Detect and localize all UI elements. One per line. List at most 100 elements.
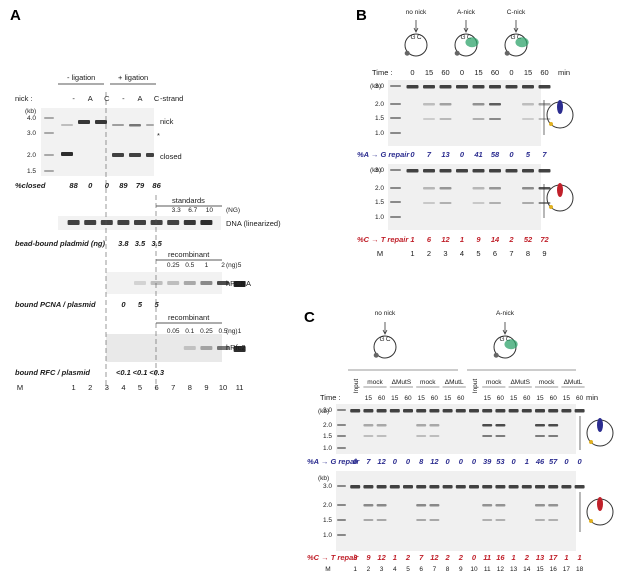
cut-band-c-7 <box>429 424 440 427</box>
full-band-c-12 <box>495 485 506 489</box>
nick-type-2: C <box>104 94 110 103</box>
dna-band-1 <box>67 220 80 225</box>
marker-2: 2.0 <box>27 152 36 159</box>
time-b-1: 15 <box>425 68 433 77</box>
condition-b-2: C-nick <box>507 9 526 16</box>
group-c-6: mock <box>486 379 502 386</box>
ag-value-c-9: 0 <box>472 457 477 466</box>
gel-ligation <box>41 108 154 176</box>
svg-text:G C: G C <box>410 34 421 41</box>
time-c-0: 15 <box>365 395 373 402</box>
dna-band-8 <box>183 220 196 225</box>
pcna-band-9 <box>200 281 213 285</box>
recombinant-rfc-label: recombinant <box>168 313 210 322</box>
pcna-amount-4: 5 <box>238 262 242 269</box>
marker-band <box>44 117 54 119</box>
rfc-amount-3: 0.5 <box>218 328 227 335</box>
markers-c2: 3.02.01.51.0 <box>323 483 332 539</box>
full-band-c-14 <box>521 409 532 413</box>
cut-band-low-c-12 <box>495 435 506 437</box>
marker-band <box>390 103 401 105</box>
lane-b-9: 9 <box>542 249 546 258</box>
full-band-2 <box>423 85 435 89</box>
ct-value-c-0: 3 <box>353 553 358 562</box>
group-c-0: Input <box>353 379 360 394</box>
marker-band <box>337 485 346 487</box>
rfc-amount-0: 0.05 <box>167 328 180 335</box>
time-c-8: 15 <box>484 395 492 402</box>
marker-band <box>337 409 346 411</box>
dna-band-6 <box>150 220 163 225</box>
closed-band-label: closed <box>160 152 182 161</box>
group-c-3: mock <box>420 379 436 386</box>
recombinant-pcna-label: recombinant <box>168 250 210 259</box>
ct-value-c-2: 12 <box>377 553 386 562</box>
gel-band <box>146 124 154 126</box>
cut-band-c-3 <box>376 424 387 427</box>
cut-band-c-15 <box>535 504 545 507</box>
lane-a-0: M <box>17 383 23 392</box>
gel-band <box>61 124 73 126</box>
ct-value-c-13: 2 <box>524 553 530 562</box>
marker-band <box>44 170 54 172</box>
marker-c-1: 2.0 <box>323 422 332 429</box>
rfc-band-9 <box>200 346 213 350</box>
lane-c-13: 13 <box>510 566 518 573</box>
protein-complex-icon <box>515 37 529 48</box>
lane-b-6: 6 <box>493 249 497 258</box>
full-band-8 <box>522 85 534 89</box>
full-band-c-10 <box>469 485 479 489</box>
time-b-3: 0 <box>460 68 464 77</box>
protein-complex-icon <box>504 339 518 350</box>
full-band-4 <box>456 85 468 89</box>
ct-value-c-3: 1 <box>393 553 397 562</box>
dna-band-4 <box>117 220 130 225</box>
lane-c-6: 6 <box>419 566 423 573</box>
time-c-14: 15 <box>563 395 571 402</box>
lane-c-11: 11 <box>484 566 491 573</box>
rfc-bound-value-1: <0.1 <box>133 368 148 377</box>
ag-value-c-1: 7 <box>366 457 371 466</box>
cut-band-low-c-2 <box>363 519 374 521</box>
cut-band-low-8 <box>522 118 534 120</box>
full-band-1 <box>406 169 419 173</box>
ct-value-b-8: 72 <box>540 235 549 244</box>
cut-band-low-c-11 <box>482 435 493 437</box>
full-band-9 <box>538 85 551 89</box>
full-band-c-16 <box>548 485 559 489</box>
ag-value-b-8: 7 <box>542 150 547 159</box>
lane-a-2: 2 <box>88 383 92 392</box>
marker-c-2: 1.5 <box>323 517 332 524</box>
ct-repair-label-b: %C → T repair <box>357 235 409 244</box>
dna-band-5 <box>134 220 146 225</box>
full-band-c-1 <box>350 485 361 489</box>
group-c-4: ΔMutL <box>445 379 464 386</box>
cut-band-low-c-16 <box>548 435 559 437</box>
panel-a-letter: A <box>10 7 21 24</box>
time-c-9: 60 <box>497 395 505 402</box>
rfc-bound-values: <0.1<0.1<0.3 <box>116 368 165 377</box>
gel-b-ag <box>388 80 541 146</box>
time-c-11: 60 <box>523 395 531 402</box>
marker-band <box>390 169 401 171</box>
full-band-c-4 <box>389 409 400 413</box>
ct-value-c-9: 0 <box>472 553 477 562</box>
full-band-c-15 <box>535 485 545 489</box>
full-band-8 <box>522 169 534 173</box>
rfc-band-8 <box>183 346 196 350</box>
plasmid-b-1: G C <box>454 20 479 57</box>
ct-value-c-11: 16 <box>496 553 505 562</box>
lane-c-17: 17 <box>563 566 571 573</box>
full-band-c-8 <box>442 485 453 489</box>
ct-value-b-5: 14 <box>491 235 500 244</box>
standard-value-0: 3.3 <box>172 207 181 214</box>
pcna-band-11 <box>233 281 246 287</box>
pcna-bound-value-2: 5 <box>155 300 160 309</box>
svg-text:G C: G C <box>379 336 390 343</box>
